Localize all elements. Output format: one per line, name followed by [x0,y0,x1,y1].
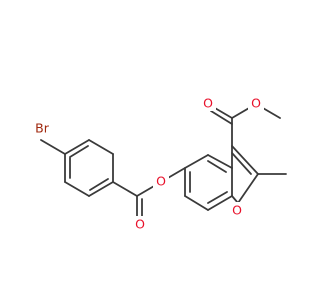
bond [64,181,90,197]
molecule-structure: Br O O O O O [28,94,287,233]
bond [231,145,259,175]
carbonyl-oxygen-left-label: O [135,217,145,232]
ester-bridge-oxygen-atom: O [153,173,169,190]
carbonyl-oxygen-right-atom: O [200,94,216,111]
bond [89,178,109,191]
bond [207,154,233,169]
bond [112,181,138,197]
ring-oxygen-atom: O [229,202,245,219]
ring-oxygen-label: O [232,203,242,218]
bond [237,173,259,204]
bond [231,152,252,175]
bond-lines [40,103,287,225]
bond [64,139,90,155]
bond [88,181,114,197]
carbonyl-oxygen-left-atom: O [132,216,148,233]
methoxy-oxygen-label: O [251,96,261,111]
atom-labels: Br O O O O O [28,94,264,233]
bromine-atom: Br [28,119,56,136]
bond [207,191,228,204]
bond [40,139,66,155]
bond [184,154,209,169]
bond [210,110,233,125]
bromine-label: Br [35,121,50,136]
methoxy-oxygen-atom: O [248,95,264,112]
bond [69,145,89,158]
bond [88,139,114,155]
bond [231,195,239,204]
ester-bridge-oxygen-label: O [156,174,166,189]
bond [207,195,233,211]
bond [184,195,209,211]
bond [207,160,227,173]
carbonyl-oxygen-right-label: O [203,96,213,111]
